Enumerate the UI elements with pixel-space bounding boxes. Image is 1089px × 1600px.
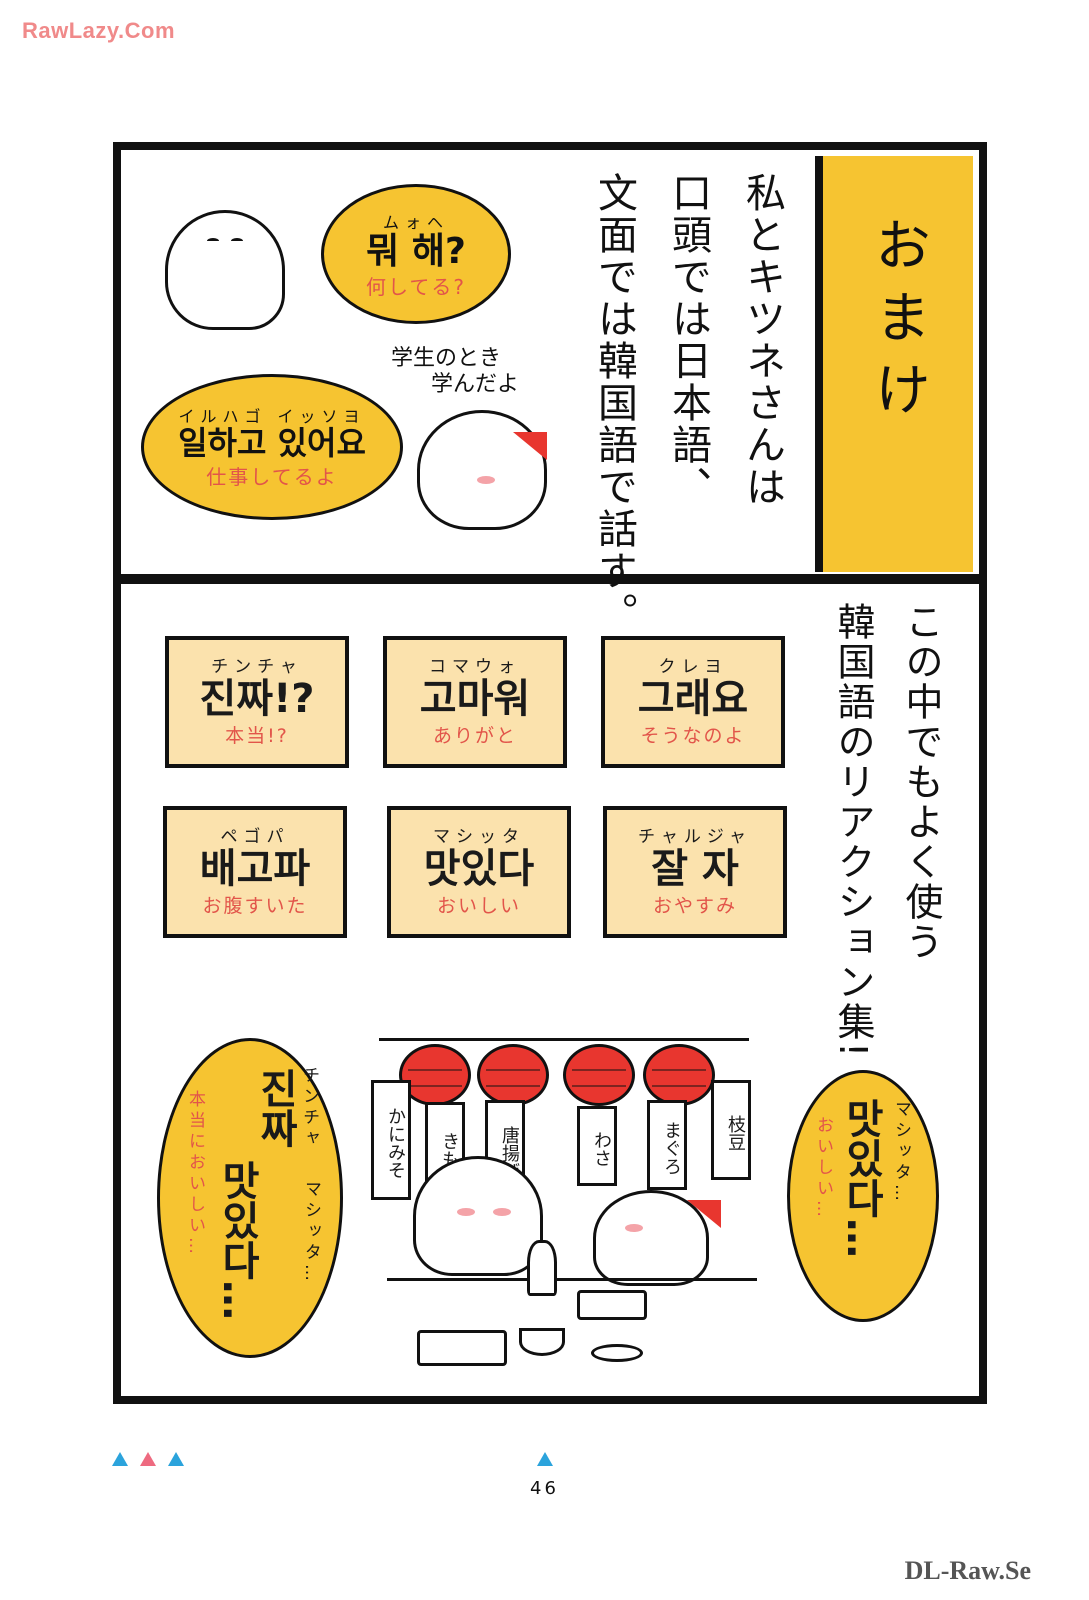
- card-japanese: ありがと: [432, 725, 517, 747]
- triangle-mark-center: [537, 1452, 553, 1466]
- lantern: [563, 1044, 635, 1106]
- reaction-card-baegopa: ペゴパ 배고파 お腹すいた: [163, 806, 347, 938]
- reaction-card-geuraeyo: クレヨ 그래요 そうなのよ: [601, 636, 785, 768]
- menu-tag: わさ: [577, 1106, 617, 1186]
- bird-blush: [477, 476, 495, 484]
- bubble-fox-korean: 뭐 해?: [366, 231, 466, 272]
- card-ruby: コマウォ: [429, 657, 521, 677]
- lantern: [643, 1044, 715, 1106]
- watermark-bottom: DL-Raw.Se: [904, 1556, 1031, 1585]
- card-korean: 그래요: [637, 676, 749, 722]
- fox-character: [165, 210, 285, 330]
- student-note-line-2: 学んだよ: [431, 372, 520, 398]
- fox-blush: [493, 1208, 511, 1216]
- speech-bubble-fox: ムォヘ 뭐 해? 何してる?: [321, 184, 511, 324]
- reaction-card-gomawo: コマウォ 고마워 ありがと: [383, 636, 567, 768]
- small-plate: [591, 1344, 643, 1362]
- panel-divider: [121, 574, 979, 584]
- speech-bubble-right: [787, 1070, 939, 1322]
- bubble-bird-ruby: イルハゴ イッソヨ: [178, 407, 366, 426]
- bird-blush: [625, 1224, 643, 1232]
- bubble-right-japanese: おいしい…: [813, 1116, 833, 1221]
- menu-tag: 枝豆: [711, 1080, 751, 1180]
- bubble-left-korean-1: 진짜: [252, 1068, 298, 1148]
- speech-bubble-left: [157, 1038, 343, 1358]
- student-note: 学生のとき 学んだよ: [391, 346, 519, 399]
- fox-eye: [207, 238, 219, 244]
- student-note-line-1: 学生のとき: [391, 346, 502, 371]
- card-ruby: ペゴパ: [220, 827, 290, 847]
- bubble-right-korean: 맛있다…: [838, 1098, 884, 1258]
- reaction-narration-2: 韓国語のリアクション集!: [831, 602, 875, 1060]
- watermark-top: RawLazy.Com: [22, 18, 176, 43]
- bubble-bird-japanese: 仕事してるよ: [206, 464, 338, 489]
- reaction-card-jalja: チャルジャ 잘 자 おやすみ: [603, 806, 787, 938]
- fox-blush: [457, 1208, 475, 1216]
- lantern: [477, 1044, 549, 1106]
- card-korean: 배고파: [199, 846, 311, 892]
- bubble-bird-korean: 일하고 있어요: [178, 424, 366, 462]
- bubble-left-ruby-2: マシッタ…: [301, 1180, 321, 1285]
- triangle-mark-pink: [140, 1452, 156, 1466]
- triangle-mark-blue: [168, 1452, 184, 1466]
- bubble-fox-ruby: ムォヘ: [382, 213, 449, 232]
- bubble-left-japanese: 本当においしい…: [185, 1090, 205, 1258]
- bird-comb: [687, 1200, 721, 1228]
- bird-character: [417, 410, 547, 530]
- card-japanese: 本当!?: [225, 725, 289, 747]
- counter-line: [387, 1278, 757, 1281]
- lantern-string: [379, 1038, 749, 1041]
- small-bowl: [519, 1328, 565, 1356]
- omake-title: おまけ: [865, 216, 931, 432]
- card-japanese: おやすみ: [652, 895, 737, 917]
- card-korean: 잘 자: [651, 846, 739, 892]
- bird-comb: [513, 432, 547, 460]
- narration-line-3: 文面では韓国語で話す。: [591, 172, 637, 634]
- narration-line-2: 口頭では日本語、: [665, 172, 711, 508]
- card-ruby: マシッタ: [433, 827, 525, 847]
- card-japanese: おいしい: [436, 895, 521, 917]
- bubble-fox-japanese: 何してる?: [365, 274, 466, 299]
- omake-title-bar: おまけ: [815, 156, 973, 572]
- comic-frame: おまけ 私とキツネさんは 口頭では日本語、 文面では韓国語で話す。 ムォヘ 뭐 …: [113, 142, 987, 1404]
- reaction-narration-1: この中でもよく使う: [899, 602, 943, 962]
- sake-bottle: [527, 1240, 557, 1296]
- fox-character-drinking: [413, 1156, 543, 1276]
- sushi-plate: [417, 1330, 507, 1366]
- card-korean: 고마워: [419, 676, 531, 722]
- page-number: 46: [530, 1478, 559, 1499]
- fish-plate: [577, 1290, 647, 1320]
- bubble-left-korean-2: 맛있다…: [214, 1160, 260, 1320]
- narration-line-1: 私とキツネさんは: [739, 172, 785, 508]
- reaction-card-masitda: マシッタ 맛있다 おいしい: [387, 806, 571, 938]
- bubble-left-ruby-1: チンチャ: [299, 1066, 319, 1150]
- menu-tag: まぐろ: [647, 1100, 687, 1190]
- card-japanese: お腹すいた: [202, 895, 308, 917]
- card-ruby: チャルジャ: [638, 827, 752, 847]
- card-ruby: チンチャ: [211, 657, 303, 677]
- card-korean: 맛있다: [423, 846, 535, 892]
- card-korean: 진짜!?: [199, 676, 315, 722]
- reaction-card-jinjja: チンチャ 진짜!? 本当!?: [165, 636, 349, 768]
- fox-eye: [231, 238, 243, 244]
- triangle-mark-blue: [112, 1452, 128, 1466]
- bubble-right-ruby: マシッタ…: [891, 1100, 911, 1205]
- menu-tag: かにみそ: [371, 1080, 411, 1200]
- card-japanese: そうなのよ: [640, 725, 746, 747]
- speech-bubble-bird: イルハゴ イッソヨ 일하고 있어요 仕事してるよ: [141, 374, 403, 520]
- card-ruby: クレヨ: [658, 657, 728, 677]
